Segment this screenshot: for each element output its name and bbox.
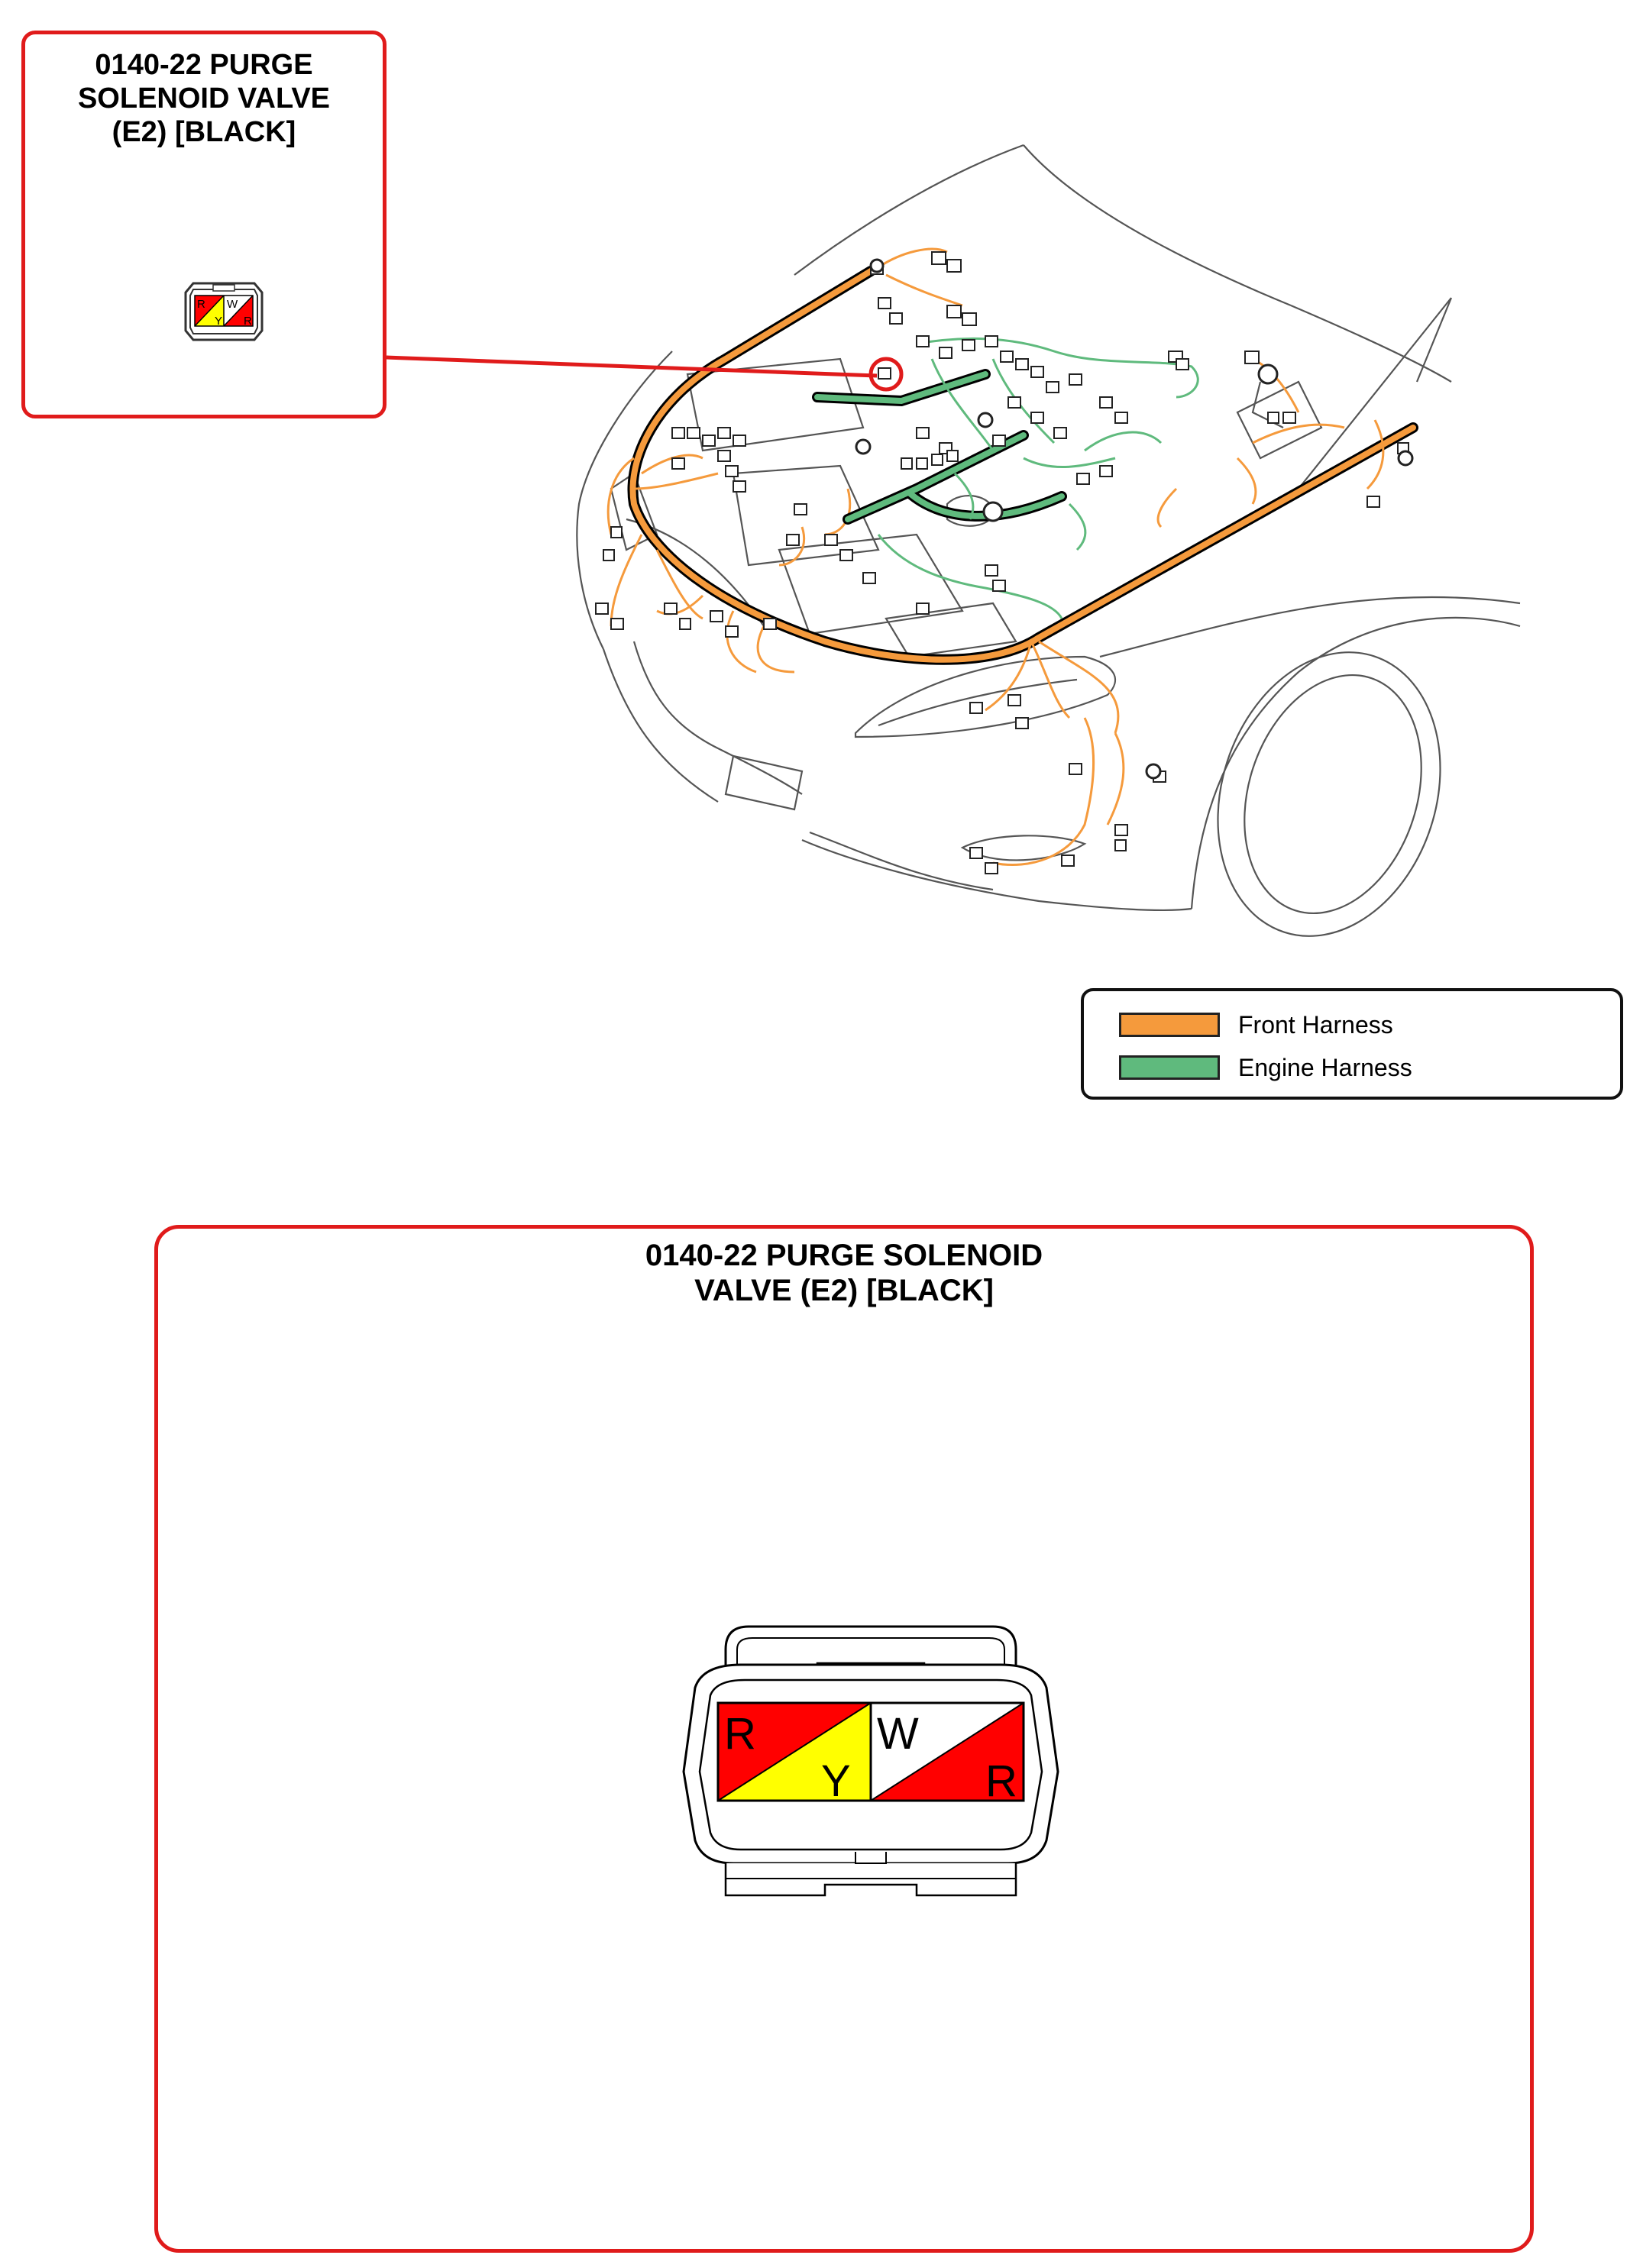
legend-label: Engine Harness bbox=[1238, 1053, 1412, 1081]
callout-title-line: (E2) [BLACK] bbox=[112, 116, 296, 148]
legend-swatch-front bbox=[1119, 1013, 1220, 1037]
pin-label: R bbox=[197, 298, 205, 311]
detail-title: 0140-22 PURGE SOLENOID VALVE (E2) [BLACK… bbox=[158, 1238, 1530, 1308]
callout-title: 0140-22 PURGE SOLENOID VALVE (E2) [BLACK… bbox=[25, 48, 383, 149]
legend-label: Front Harness bbox=[1238, 1010, 1393, 1039]
pin-label: R bbox=[724, 1709, 756, 1759]
pin-label: W bbox=[877, 1709, 919, 1759]
front-harness-branches bbox=[606, 247, 1385, 867]
legend-swatch-engine bbox=[1119, 1055, 1220, 1080]
legend-item: Front Harness bbox=[1119, 1010, 1393, 1040]
callout-title-line: 0140-22 PURGE bbox=[95, 49, 313, 81]
pin-label: Y bbox=[215, 315, 222, 328]
grommets bbox=[855, 258, 1414, 780]
callout-leader bbox=[386, 355, 904, 392]
connector-face-view: R Y W R bbox=[682, 1625, 1059, 1897]
pin-cavities bbox=[716, 1701, 1025, 1802]
detail-title-line: VALVE (E2) [BLACK] bbox=[694, 1274, 994, 1307]
car-body-outline bbox=[576, 144, 1521, 937]
callout-title-line: SOLENOID VALVE bbox=[77, 82, 331, 115]
callout-panel: 0140-22 PURGE SOLENOID VALVE (E2) [BLACK… bbox=[21, 31, 386, 418]
engine-harness bbox=[812, 337, 1199, 619]
pin-label: R bbox=[985, 1756, 1017, 1806]
harness-legend: Front Harness Engine Harness bbox=[1081, 988, 1623, 1100]
front-harness-trunk bbox=[627, 266, 1418, 665]
connector-thumbnail: R Y W R bbox=[184, 282, 264, 341]
pin-label: R bbox=[244, 315, 252, 328]
car-harness-diagram bbox=[386, 144, 1521, 937]
pin-label: W bbox=[227, 298, 238, 311]
detail-title-line: 0140-22 PURGE SOLENOID bbox=[645, 1239, 1043, 1272]
connector-blocks bbox=[595, 251, 1409, 874]
legend-item: Engine Harness bbox=[1119, 1052, 1412, 1083]
pin-label: Y bbox=[821, 1756, 851, 1806]
